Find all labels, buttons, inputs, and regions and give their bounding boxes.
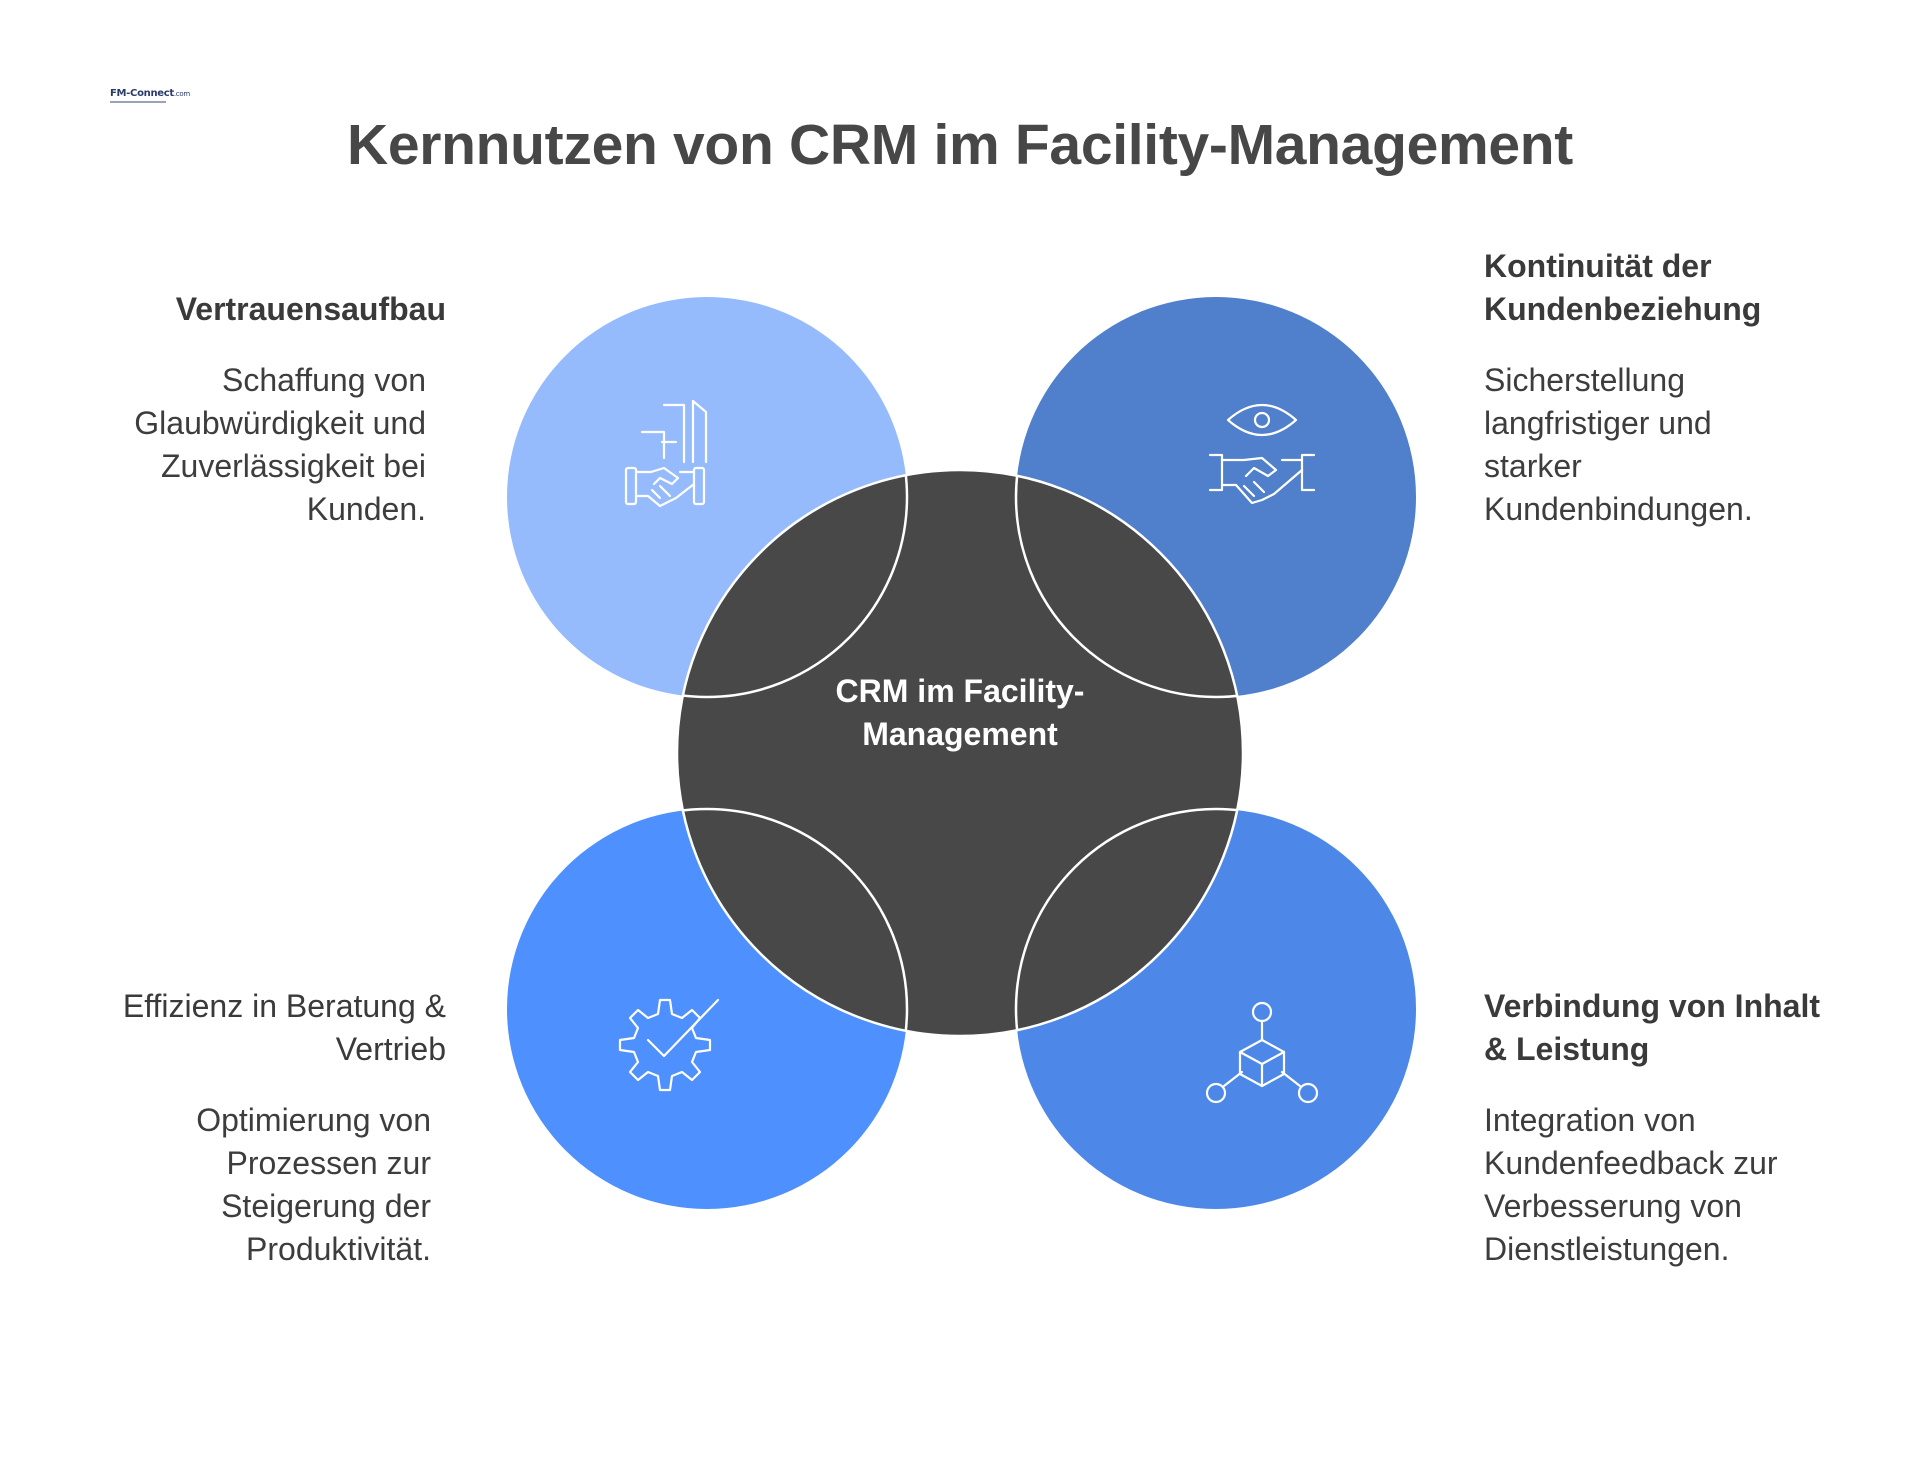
heading-verbindung: Verbindung von Inhalt & Leistung bbox=[1484, 988, 1820, 1067]
handshake-icon bbox=[624, 399, 708, 508]
block-verbindung: Verbindung von Inhalt & Leistung Integra… bbox=[1484, 985, 1904, 1271]
text-kontinuitaet: Sicherstellung langfristiger und starker… bbox=[1484, 362, 1753, 527]
logo-text: FM-Connect.com bbox=[110, 88, 190, 99]
block-effizienz: Effizienz in Beratung & Vertrieb Optimie… bbox=[6, 985, 446, 1271]
text-vertrauensaufbau: Schaffung von Glaubwürdigkeit und Zuverl… bbox=[134, 362, 426, 527]
heading-kontinuitaet: Kontinuität der Kundenbeziehung bbox=[1484, 248, 1762, 327]
circle-center bbox=[677, 470, 1243, 1036]
center-outline bbox=[675, 468, 1245, 1038]
text-verbindung: Integration von Kundenfeedback zur Verbe… bbox=[1484, 1102, 1778, 1267]
center-label: CRM im Facility- Management bbox=[835, 673, 1085, 752]
gear-check-icon bbox=[618, 998, 720, 1092]
overlap-arcs bbox=[677, 470, 1243, 1036]
logo: FM-Connect.com bbox=[96, 82, 190, 112]
text-effizienz: Optimierung von Prozessen zur Steigerung… bbox=[196, 1102, 431, 1267]
cube-network-icon bbox=[1205, 1001, 1319, 1104]
heading-effizienz: Effizienz in Beratung & Vertrieb bbox=[122, 988, 446, 1067]
heading-vertrauensaufbau: Vertrauensaufbau bbox=[175, 291, 446, 327]
block-kontinuitaet: Kontinuität der Kundenbeziehung Sicherst… bbox=[1484, 245, 1904, 531]
logo-underline bbox=[110, 101, 166, 103]
block-vertrauensaufbau: Vertrauensaufbau Schaffung von Glaubwürd… bbox=[26, 288, 446, 531]
eye-handshake-icon bbox=[1208, 403, 1316, 505]
page-title: Kernnutzen von CRM im Facility-Managemen… bbox=[346, 113, 1573, 177]
